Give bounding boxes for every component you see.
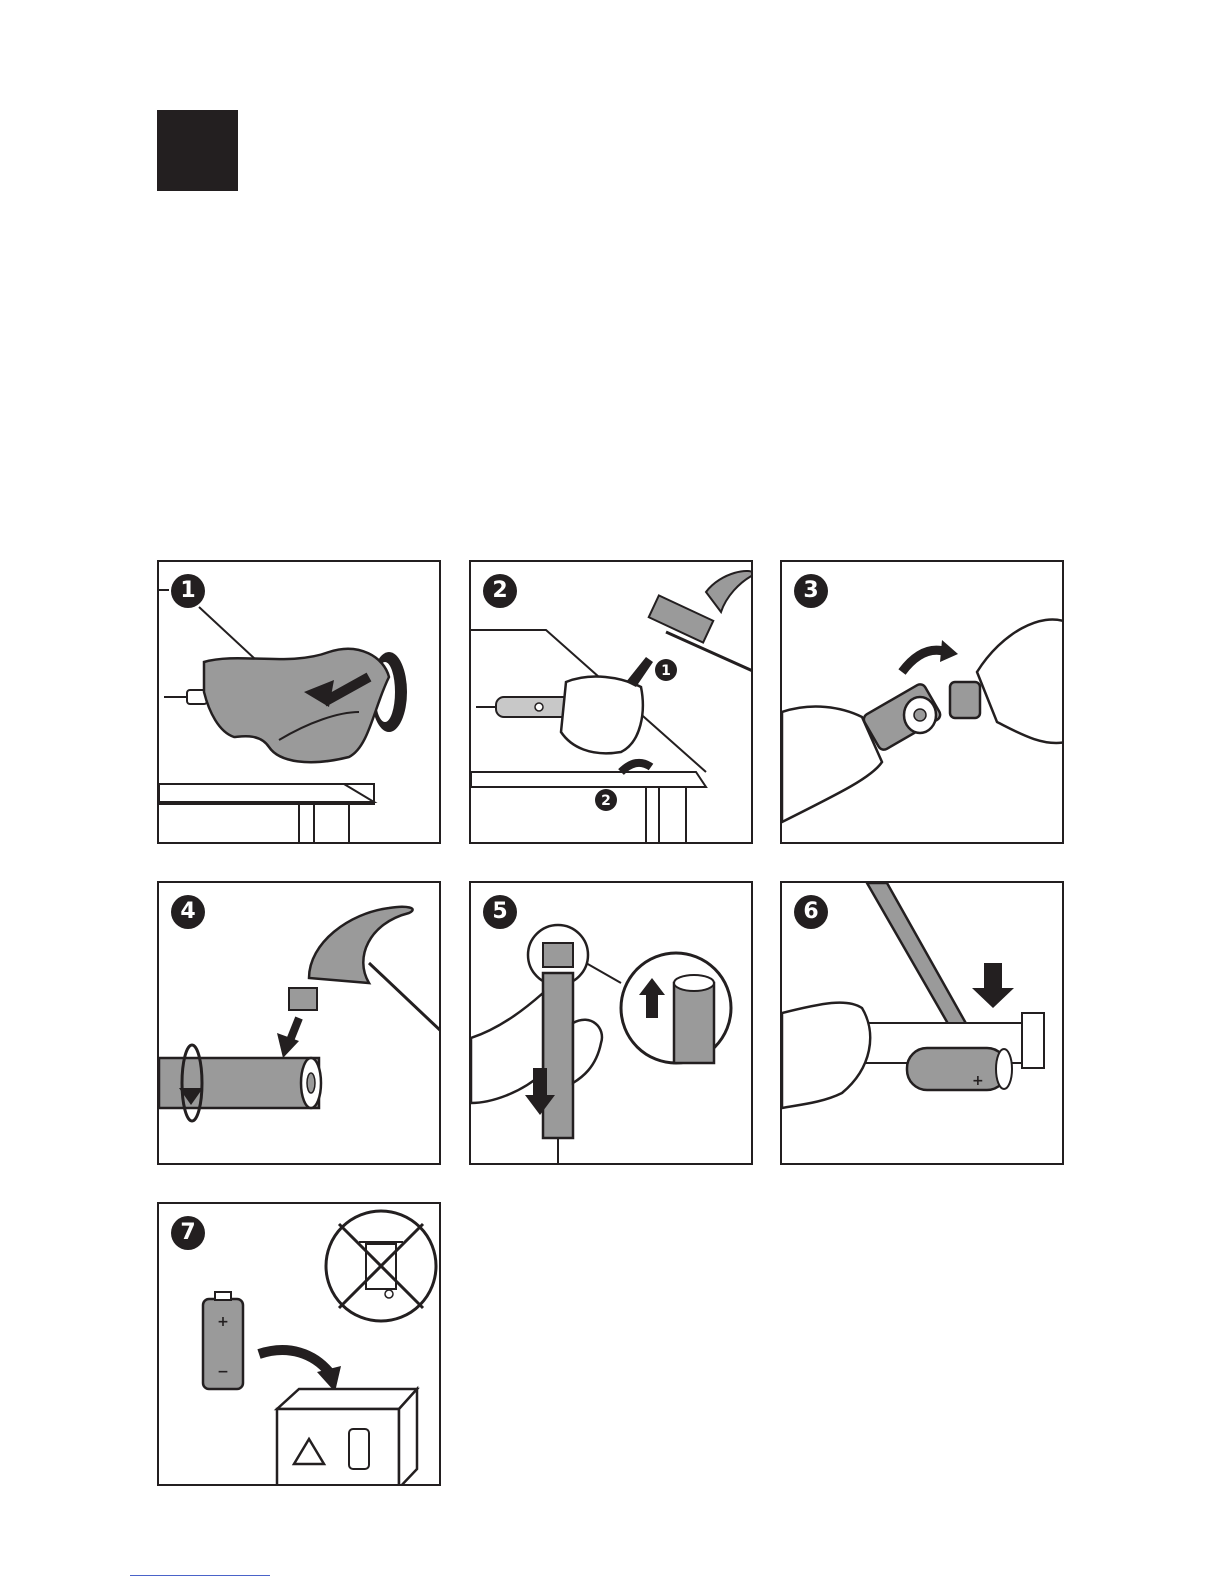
step-3-panel: 3 <box>780 560 1064 844</box>
hammer-strike-illustration: 1 2 <box>471 562 753 844</box>
step-6-badge: 6 <box>794 895 828 929</box>
hammer-battery-illustration <box>159 883 441 1165</box>
step-5-panel: 5 <box>469 881 753 1165</box>
step-7-panel: 7 + − <box>157 1202 441 1486</box>
step-7-badge: 7 <box>171 1216 205 1250</box>
battery-plus-label: + <box>217 1314 229 1330</box>
step-2-panel: 2 1 2 <box>469 560 753 844</box>
step-2-badge: 2 <box>483 574 517 608</box>
pull-battery-illustration <box>471 883 753 1165</box>
header-black-block <box>157 110 238 191</box>
pry-battery-illustration: + <box>782 883 1064 1165</box>
step-1-badge: 1 <box>171 574 205 608</box>
footer-link-underline <box>130 1575 270 1576</box>
battery-plus-mark: + <box>972 1073 984 1089</box>
step-4-badge: 4 <box>171 895 205 929</box>
callout-1: 1 <box>661 663 671 679</box>
towel-wrap-illustration <box>159 562 441 844</box>
remove-end-cap-illustration <box>782 562 1064 844</box>
battery-minus-label: − <box>217 1364 229 1380</box>
step-5-badge: 5 <box>483 895 517 929</box>
crossed-out-bin-icon <box>326 1211 436 1321</box>
battery-recycle-illustration: + − <box>159 1204 441 1486</box>
callout-2: 2 <box>601 793 611 809</box>
step-6-panel: 6 + <box>780 881 1064 1165</box>
step-4-panel: 4 <box>157 881 441 1165</box>
step-3-badge: 3 <box>794 574 828 608</box>
step-1-panel: 1 <box>157 560 441 844</box>
